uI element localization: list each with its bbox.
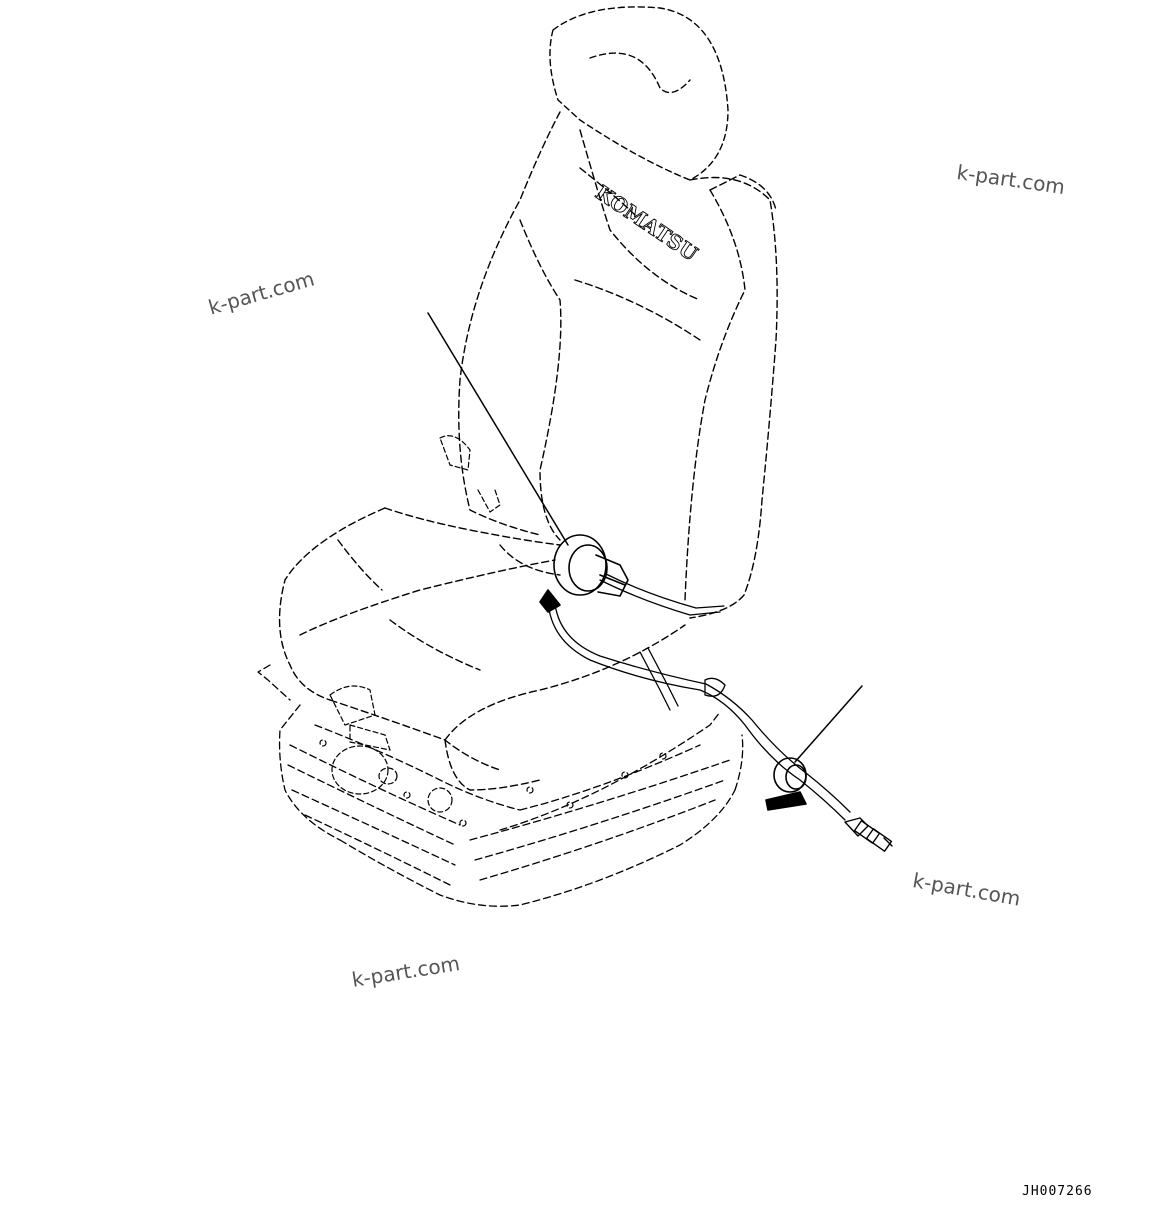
clamp-backrest xyxy=(539,534,629,613)
leader-line-2 xyxy=(794,685,863,763)
leader-line-1 xyxy=(427,312,569,546)
seat-base xyxy=(257,664,744,907)
seat-backrest xyxy=(458,111,778,619)
seat-cushion xyxy=(278,507,686,791)
headrest xyxy=(549,6,729,181)
leader-lines xyxy=(427,312,863,763)
connector xyxy=(844,817,893,852)
seat-controls xyxy=(319,435,667,827)
drawing-id: JH007266 xyxy=(1022,1184,1093,1199)
clamp-harness xyxy=(765,757,807,811)
seat-brand-logo: KOMATSU xyxy=(591,180,702,266)
